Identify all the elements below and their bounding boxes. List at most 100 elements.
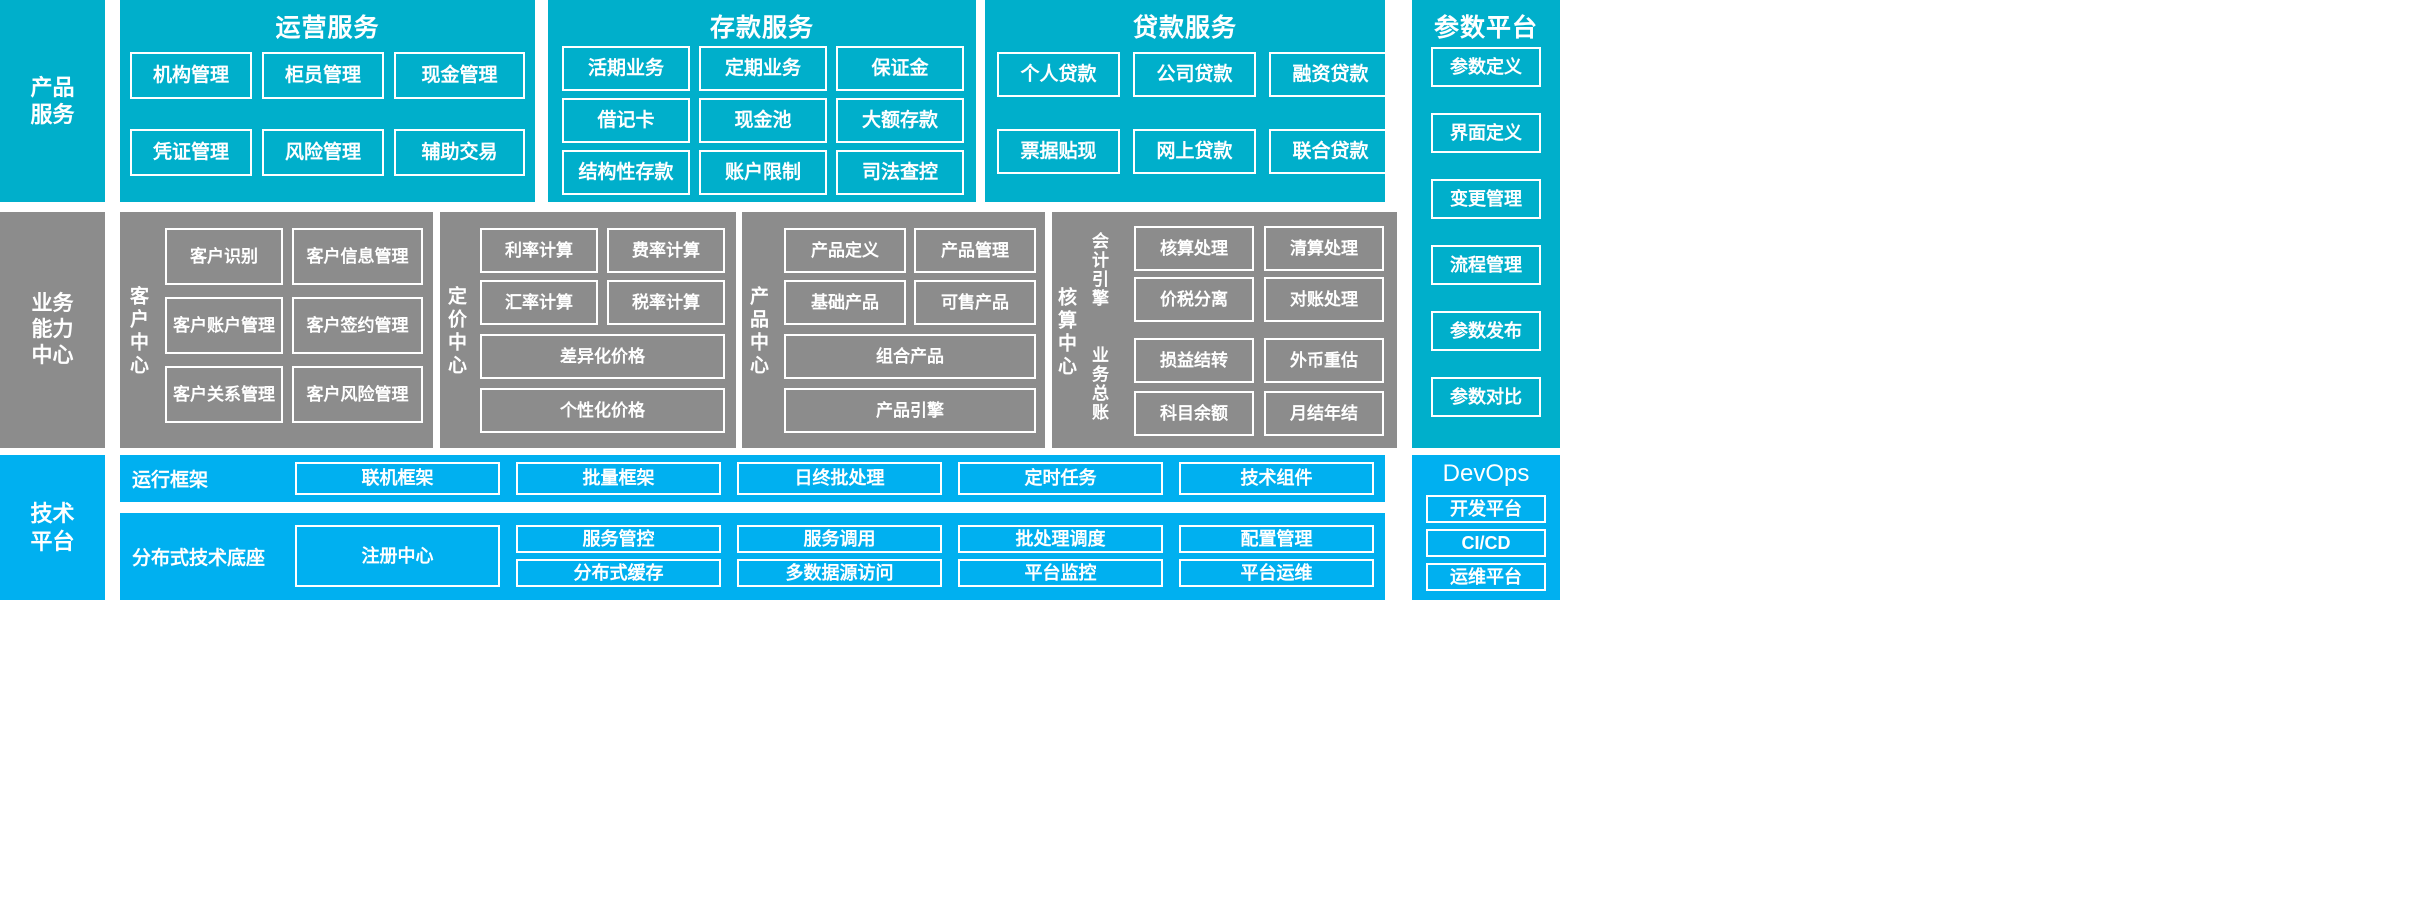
tile-batch-framework[interactable]: 批量框架 bbox=[516, 462, 721, 495]
tile-debit-card[interactable]: 借记卡 bbox=[562, 98, 690, 143]
lane-label-technical-platform: 技术 平台 bbox=[0, 455, 105, 600]
tile-configuration-management[interactable]: 配置管理 bbox=[1179, 525, 1374, 553]
capability-lane-line-2: 能力 bbox=[31, 317, 74, 341]
panel-title-deposit-service: 存款服务 bbox=[709, 14, 814, 42]
lane-label-line-1: 产品 bbox=[30, 74, 75, 100]
tile-customer-identification[interactable]: 客户识别 bbox=[165, 228, 283, 285]
tile-personal-loan[interactable]: 个人贷款 bbox=[997, 52, 1120, 97]
group-label-customer-centre: 客户中心 bbox=[127, 286, 148, 378]
tech-lane-line-1: 技术 bbox=[30, 501, 75, 526]
tile-customer-account-management[interactable]: 客户账户管理 bbox=[165, 297, 283, 354]
group-customer-centre: 客户中心 客户识别 客户信息管理 客户账户管理 客户签约管理 客户关系管理 客户… bbox=[120, 212, 433, 448]
tile-subject-balance[interactable]: 科目余额 bbox=[1134, 391, 1254, 436]
panel-title-devops: DevOps bbox=[1442, 460, 1530, 487]
capability-lane-line-1: 业务 bbox=[31, 291, 74, 315]
tile-accounting-processing[interactable]: 核算处理 bbox=[1134, 226, 1254, 271]
tile-product-definition[interactable]: 产品定义 bbox=[784, 228, 906, 273]
tile-parameter-compare[interactable]: 参数对比 bbox=[1431, 377, 1541, 417]
tile-online-framework[interactable]: 联机框架 bbox=[295, 462, 500, 495]
tile-corporate-loan[interactable]: 公司贷款 bbox=[1133, 52, 1256, 97]
tile-structured-deposit[interactable]: 结构性存款 bbox=[562, 150, 690, 195]
tile-interest-rate-calculation[interactable]: 利率计算 bbox=[480, 228, 598, 273]
tile-teller-management[interactable]: 柜员管理 bbox=[262, 52, 384, 99]
lane-label-business-capability: 业务 能力 中心 bbox=[0, 212, 105, 448]
panel-title-operation-service: 运营服务 bbox=[275, 14, 380, 42]
strip-runtime-framework: 运行框架 联机框架 批量框架 日终批处理 定时任务 技术组件 bbox=[120, 455, 1385, 502]
tile-cash-management[interactable]: 现金管理 bbox=[394, 52, 525, 99]
tile-clearing-processing[interactable]: 清算处理 bbox=[1264, 226, 1384, 271]
tile-price-tax-separation[interactable]: 价税分离 bbox=[1134, 277, 1254, 322]
tile-exchange-rate-calculation[interactable]: 汇率计算 bbox=[480, 280, 598, 325]
tile-bill-discount[interactable]: 票据贴现 bbox=[997, 129, 1120, 174]
capability-lane-line-3: 中心 bbox=[31, 344, 74, 368]
tile-joint-loan[interactable]: 联合贷款 bbox=[1269, 129, 1392, 174]
tile-foreign-currency-revaluation[interactable]: 外币重估 bbox=[1264, 338, 1384, 383]
tile-operations-platform[interactable]: 运维平台 bbox=[1426, 563, 1546, 591]
tile-customer-relation-management[interactable]: 客户关系管理 bbox=[165, 366, 283, 423]
tile-ci-cd[interactable]: CI/CD bbox=[1426, 529, 1546, 557]
tile-org-management[interactable]: 机构管理 bbox=[130, 52, 252, 99]
tile-ui-definition[interactable]: 界面定义 bbox=[1431, 113, 1541, 153]
sub-label-accounting-engine: 会计引擎 bbox=[1089, 232, 1108, 308]
group-label-product-centre: 产品中心 bbox=[747, 286, 768, 378]
tile-auxiliary-transaction[interactable]: 辅助交易 bbox=[394, 129, 525, 176]
panel-parameter-platform: 参数平台 参数定义 界面定义 变更管理 流程管理 参数发布 参数对比 bbox=[1412, 0, 1560, 448]
tile-time-deposit[interactable]: 定期业务 bbox=[699, 46, 827, 91]
tile-platform-operations[interactable]: 平台运维 bbox=[1179, 559, 1374, 587]
tile-risk-management[interactable]: 风险管理 bbox=[262, 129, 384, 176]
tile-demand-deposit[interactable]: 活期业务 bbox=[562, 46, 690, 91]
tile-voucher-management[interactable]: 凭证管理 bbox=[130, 129, 252, 176]
group-label-pricing-centre: 定价中心 bbox=[445, 286, 466, 378]
tile-fee-rate-calculation[interactable]: 费率计算 bbox=[607, 228, 725, 273]
tile-large-deposit[interactable]: 大额存款 bbox=[836, 98, 964, 143]
tile-technical-component[interactable]: 技术组件 bbox=[1179, 462, 1374, 495]
tile-reconciliation-processing[interactable]: 对账处理 bbox=[1264, 277, 1384, 322]
panel-title-loan-service: 贷款服务 bbox=[1132, 14, 1237, 42]
tile-service-governance[interactable]: 服务管控 bbox=[516, 525, 721, 553]
strip-label-runtime-framework: 运行框架 bbox=[132, 470, 209, 491]
tile-sellable-product[interactable]: 可售产品 bbox=[914, 280, 1036, 325]
tile-platform-monitoring[interactable]: 平台监控 bbox=[958, 559, 1163, 587]
panel-title-parameter-platform: 参数平台 bbox=[1433, 14, 1538, 42]
tile-basic-product[interactable]: 基础产品 bbox=[784, 280, 906, 325]
tile-judicial-control[interactable]: 司法查控 bbox=[836, 150, 964, 195]
row-business-capability: 业务 能力 中心 客户中心 客户识别 客户信息管理 客户账户管理 客户签约管理 … bbox=[0, 212, 2423, 448]
tile-margin-deposit[interactable]: 保证金 bbox=[836, 46, 964, 91]
tile-month-year-end-closing[interactable]: 月结年结 bbox=[1264, 391, 1384, 436]
tile-customer-info-management[interactable]: 客户信息管理 bbox=[292, 228, 423, 285]
tile-development-platform[interactable]: 开发平台 bbox=[1426, 495, 1546, 523]
tile-financing-loan[interactable]: 融资贷款 bbox=[1269, 52, 1392, 97]
group-label-accounting-centre: 核算中心 bbox=[1055, 286, 1076, 379]
tile-tax-rate-calculation[interactable]: 税率计算 bbox=[607, 280, 725, 325]
tile-profit-loss-carryover[interactable]: 损益结转 bbox=[1134, 338, 1254, 383]
tile-parameter-definition[interactable]: 参数定义 bbox=[1431, 47, 1541, 87]
tile-customer-risk-management[interactable]: 客户风险管理 bbox=[292, 366, 423, 423]
tile-process-management[interactable]: 流程管理 bbox=[1431, 245, 1541, 285]
tile-scheduled-task[interactable]: 定时任务 bbox=[958, 462, 1163, 495]
tile-eod-batch-process[interactable]: 日终批处理 bbox=[737, 462, 942, 495]
group-pricing-centre: 定价中心 利率计算 费率计算 汇率计算 税率计算 差异化价格 个性化价格 bbox=[440, 212, 736, 448]
tile-account-restriction[interactable]: 账户限制 bbox=[699, 150, 827, 195]
tile-service-invocation[interactable]: 服务调用 bbox=[737, 525, 942, 553]
row-technical-platform: 技术 平台 运行框架 联机框架 批量框架 日终批处理 定时任务 技术组件 分布式… bbox=[0, 455, 2423, 919]
tile-parameter-publish[interactable]: 参数发布 bbox=[1431, 311, 1541, 351]
lane-label-line-2: 服务 bbox=[30, 102, 75, 127]
tech-lane-line-2: 平台 bbox=[30, 528, 75, 554]
panel-devops: DevOps 开发平台 CI/CD 运维平台 bbox=[1412, 455, 1560, 600]
tile-customer-contract-management[interactable]: 客户签约管理 bbox=[292, 297, 423, 354]
tile-batch-scheduling[interactable]: 批处理调度 bbox=[958, 525, 1163, 553]
tile-change-management[interactable]: 变更管理 bbox=[1431, 179, 1541, 219]
tile-registry-centre[interactable]: 注册中心 bbox=[295, 525, 500, 587]
tile-product-engine[interactable]: 产品引擎 bbox=[784, 388, 1036, 433]
tile-multi-datasource-access[interactable]: 多数据源访问 bbox=[737, 559, 942, 587]
tile-personalized-pricing[interactable]: 个性化价格 bbox=[480, 388, 725, 433]
tile-cash-pool[interactable]: 现金池 bbox=[699, 98, 827, 143]
tile-composite-product[interactable]: 组合产品 bbox=[784, 334, 1036, 379]
tile-online-loan[interactable]: 网上贷款 bbox=[1133, 129, 1256, 174]
tile-differentiated-pricing[interactable]: 差异化价格 bbox=[480, 334, 725, 379]
panel-loan-service: 贷款服务 个人贷款 公司贷款 融资贷款 票据贴现 网上贷款 联合贷款 bbox=[985, 0, 1392, 202]
tile-product-management[interactable]: 产品管理 bbox=[914, 228, 1036, 273]
sub-label-business-ledger: 业务总账 bbox=[1089, 346, 1108, 422]
lane-label-product-service: 产品 服务 bbox=[0, 0, 105, 202]
tile-distributed-cache[interactable]: 分布式缓存 bbox=[516, 559, 721, 587]
